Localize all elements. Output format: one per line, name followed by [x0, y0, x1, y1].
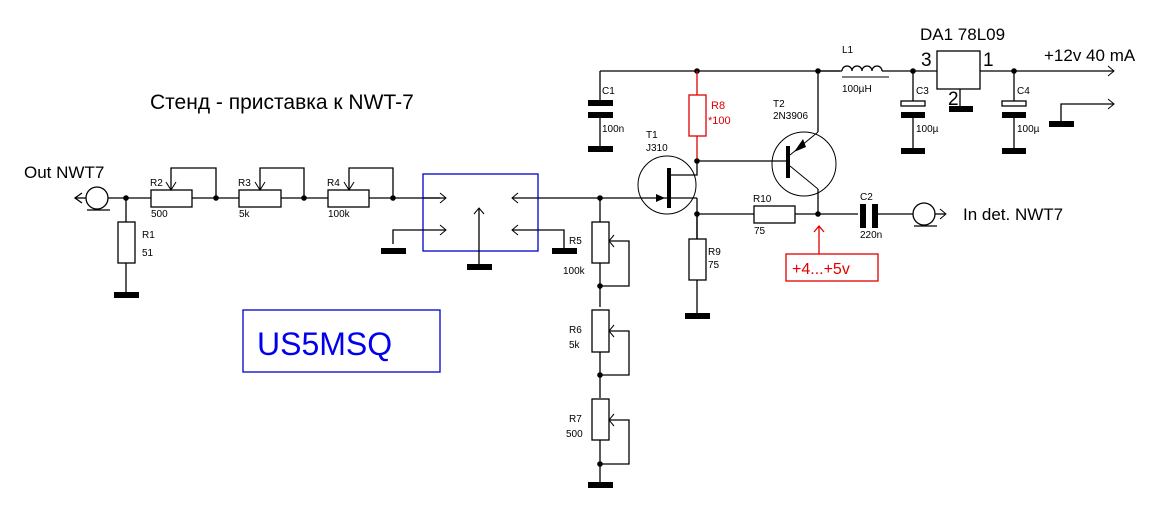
t1-value: J310 [646, 143, 668, 154]
r6-ref: R6 [569, 325, 582, 336]
ground-icon [467, 264, 492, 270]
potentiometer-r2 [150, 167, 239, 208]
r4-value: 100k [328, 209, 351, 220]
r9-value: 75 [708, 260, 720, 271]
r2-value: 500 [151, 209, 168, 220]
r7-value: 500 [566, 429, 583, 440]
in-connector-icon [912, 202, 947, 227]
rf-switch[interactable] [381, 173, 640, 270]
l1-ref: L1 [842, 45, 854, 56]
transistor-t2 [697, 71, 837, 214]
t2-ref: T2 [773, 99, 785, 110]
c1-value: 100n [602, 124, 624, 135]
r1-value: 51 [142, 248, 154, 259]
regulator-name: DA1 78L09 [920, 25, 1005, 44]
junction-dot [597, 283, 603, 289]
ground-icon [381, 248, 406, 254]
c2-ref: C2 [860, 192, 873, 203]
voltage-regulator-da1 [936, 50, 1115, 112]
c3-ref: C3 [916, 86, 929, 97]
r9-ref: R9 [708, 247, 721, 258]
r5-value: 100k [563, 266, 586, 277]
r8-ref: R8 [711, 100, 725, 112]
r10-ref: R10 [753, 194, 772, 205]
junction-dot [301, 195, 307, 201]
potentiometer-r5 [591, 198, 630, 307]
capacitor-c1 [588, 71, 613, 152]
r8-value: *100 [708, 115, 731, 127]
power-ground-terminal [1049, 98, 1115, 127]
callsign-box: US5MSQ [242, 309, 441, 373]
out-connector-label: Out NWT7 [24, 163, 104, 182]
c2-value: 220n [860, 230, 882, 241]
callsign: US5MSQ [257, 326, 392, 362]
r10-value: 75 [754, 226, 766, 237]
potentiometer-r7 [588, 398, 630, 488]
capacitor-c4 [1001, 71, 1027, 154]
junction-dot [213, 195, 219, 201]
ground-icon [685, 313, 710, 319]
resistor-r9 [685, 214, 710, 319]
r2-ref: R2 [150, 178, 163, 189]
capacitor-c2 [860, 204, 913, 228]
inductor-l1 [818, 65, 937, 78]
ground-icon [588, 482, 613, 488]
regulator-pin-out: 1 [983, 50, 994, 71]
junction-dot [597, 461, 603, 467]
ground-icon [588, 146, 613, 152]
potentiometer-r3 [238, 167, 328, 208]
regulator-pin-gnd: 2 [948, 89, 959, 110]
r6-value: 5k [569, 340, 581, 351]
c1-ref: C1 [602, 86, 615, 97]
capacitor-c3 [900, 71, 926, 154]
resistor-r1 [114, 198, 139, 298]
ground-icon [1049, 121, 1074, 127]
ground-icon [901, 148, 925, 154]
ground-icon [552, 248, 577, 254]
r7-ref: R7 [569, 414, 582, 425]
schematic-title: Стенд - приставка к NWT-7 [150, 91, 414, 114]
out-connector-icon [73, 186, 151, 211]
r1-ref: R1 [142, 230, 155, 241]
r4-ref: R4 [327, 178, 340, 189]
test-point-voltage: +4...+5v [792, 261, 850, 278]
c4-value: 100µ [1017, 124, 1040, 135]
test-point-callout: +4...+5v [785, 224, 879, 282]
junction-dot [815, 211, 821, 217]
junction-dot [597, 372, 603, 378]
power-supply-label: +12v 40 mA [1044, 46, 1136, 65]
r3-value: 5k [239, 209, 251, 220]
ground-icon [1002, 148, 1026, 154]
potentiometer-r6 [591, 309, 630, 398]
resistor-r8 [688, 71, 707, 161]
r5-ref: R5 [569, 236, 582, 247]
junction-dot [390, 195, 396, 201]
t1-ref: T1 [646, 130, 658, 141]
l1-value: 100µH [842, 84, 872, 95]
c3-value: 100µ [916, 124, 939, 135]
c4-ref: C4 [1017, 86, 1030, 97]
ground-icon [949, 106, 973, 112]
regulator-pin-in: 3 [921, 50, 932, 71]
r3-ref: R3 [238, 178, 251, 189]
t2-value: 2N3906 [773, 111, 808, 122]
in-connector-label: In det. NWT7 [963, 205, 1063, 224]
resistor-r10 [697, 205, 858, 224]
ground-icon [114, 292, 139, 298]
transistor-t1 [637, 155, 698, 250]
